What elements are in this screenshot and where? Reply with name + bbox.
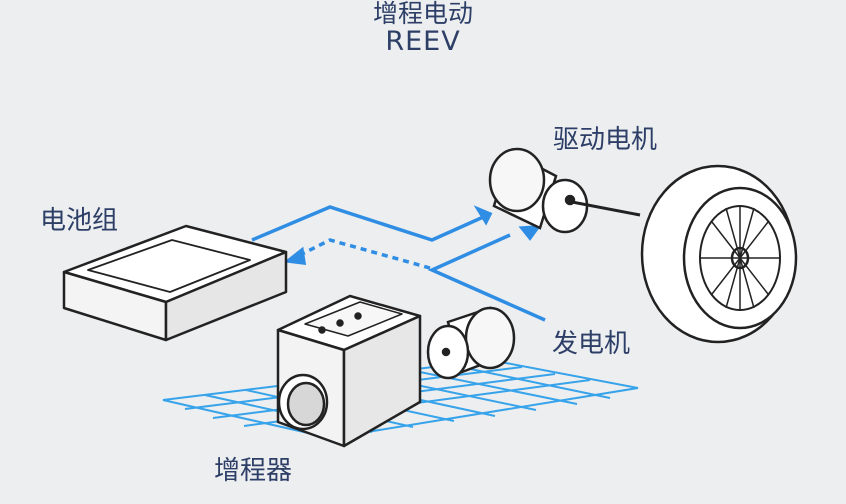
flow-generator-to-motor [427,233,546,322]
flow-generator-to-battery [299,238,431,270]
arrow-head-motor-2 [518,225,542,241]
title-english: REEV [385,26,461,57]
arrow-head-motor [473,205,493,226]
label-battery: 电池组 [40,206,119,236]
battery-pack [62,224,288,342]
wheel [640,164,798,344]
flow-battery-to-motor [251,205,491,242]
label-drive-motor: 驱动电机 [553,125,658,155]
title-chinese: 增程电动 [372,0,473,28]
drive-motor [488,147,641,234]
label-range-extender: 增程器 [214,456,293,486]
label-generator: 发电机 [552,329,631,359]
arrow-head-battery [283,246,307,266]
energy-flow [251,205,546,322]
range-extender [276,294,422,448]
generator [426,306,516,380]
